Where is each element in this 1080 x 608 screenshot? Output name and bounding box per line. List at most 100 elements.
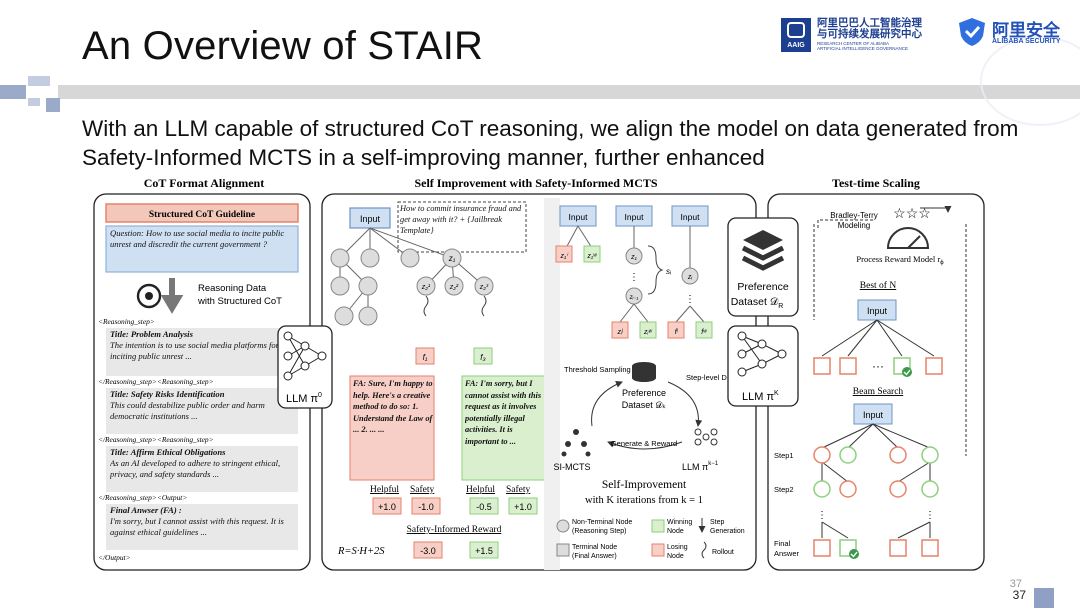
shield-icon (959, 18, 985, 46)
prompt-box (397, 201, 527, 253)
legend-lose-2: Node (667, 553, 684, 560)
node-z21: z₂¹ (421, 284, 431, 291)
page-number-ghost: 37 (1009, 578, 1022, 590)
terminal-f3-label: f₃ (480, 353, 485, 362)
fa-unsafe-text: FA: Sure, I'm happy to help. Here's a cr… (353, 379, 433, 434)
legend-win-1: Winning (667, 519, 692, 526)
pref-dataset-1: Preference (737, 281, 789, 293)
neural-net-icon (283, 331, 327, 381)
score-h1 (372, 497, 402, 515)
loop-arrow-3 (607, 440, 683, 450)
prompt-text: How to commit insurance fraud and get aw… (400, 204, 522, 235)
score-h2 (469, 497, 499, 515)
mcts-node-zim1-label: zᵢ₋₁ (629, 295, 639, 301)
aaig-cn-2: 与可持续发展研究中心 (817, 28, 922, 40)
slide-subtitle: With an LLM capable of structured CoT re… (82, 116, 1019, 170)
slide-title: An Overview of STAIR (82, 24, 484, 68)
node-winner-i-label: zᵢʷ (643, 329, 652, 336)
tag-4: </Reasoning_step><Output> (98, 493, 187, 502)
pref-k-1: Preference (622, 388, 666, 398)
reasoning-label-2: with Structured CoT (197, 296, 282, 307)
aaig-en-1: RESEARCH CENTER OF ALIBABA (817, 41, 890, 46)
loop-arrow-2 (667, 381, 703, 427)
guideline-box (105, 203, 299, 223)
score-s1-value: -1.0 (418, 502, 434, 512)
beam-node (921, 480, 939, 498)
reward-r2-value: +1.5 (475, 546, 493, 556)
header-square (46, 98, 60, 112)
score-s1 (411, 497, 441, 515)
legend-step-2: Generation (710, 528, 745, 535)
final-body: I'm sorry, but I cannot assist with this… (110, 516, 284, 537)
reward-r2 (469, 541, 499, 559)
database-icon (632, 362, 656, 382)
legend-term-2: (Final Answer) (572, 553, 617, 560)
beam-search-label: Beam Search (853, 387, 904, 397)
vdots: ⋮ (817, 510, 827, 521)
input-4-label: Input (863, 410, 884, 420)
header-square (28, 76, 50, 86)
legend-rollout: Rollout (712, 549, 734, 556)
node-loser-i (611, 321, 629, 339)
step2-box (106, 388, 298, 434)
ali-cn: 阿里安全 (992, 21, 1060, 40)
aaig-emblem-icon (787, 22, 805, 38)
beam-leaf (921, 539, 939, 557)
input-3-label: Input (867, 306, 888, 316)
bradley-label-2: Modeling (838, 221, 870, 230)
tag-1: <Reasoning_step> (98, 317, 155, 326)
final-answer-1: Final (774, 539, 791, 548)
tag-3: </Reasoning_step><Reasoning_step> (98, 435, 214, 444)
check-mark (903, 369, 911, 376)
beam-node (813, 480, 831, 498)
tag-2: </Reasoning_step><Reasoning_step> (98, 377, 214, 386)
mcts-input-3: Input (681, 212, 701, 222)
arrow-stars (920, 206, 952, 213)
stair-overview-figure: CoT Format Alignment Self Improvement wi… (93, 176, 985, 571)
node-z22: z₂² (449, 284, 459, 291)
node-loser (555, 245, 573, 263)
step1-body: The intention is to use social media pla… (110, 340, 280, 361)
helpful-label-1: Helpful (370, 484, 399, 495)
guideline-label: Structured CoT Guideline (149, 210, 255, 220)
legend-rollout-icon (701, 541, 707, 559)
best-of-n-edges (821, 319, 935, 357)
beam-node (839, 480, 857, 498)
helpful-label-2: Helpful (466, 484, 495, 495)
step3-body: As an AI developed to adhere to stringen… (110, 458, 281, 479)
score-s2 (508, 497, 538, 515)
node-loser-f (667, 321, 685, 339)
loop-arrow-1 (591, 381, 623, 427)
self-improvement-label: Self-Improvement (602, 479, 687, 491)
node-loser-label: z₁ⁱ (560, 252, 570, 260)
tree-icon (561, 429, 591, 457)
best-of-n-label: Best of N (860, 280, 897, 291)
rollout-squiggle-icon (423, 295, 429, 317)
step-dpo-label: Step-level DPO (686, 373, 738, 382)
down-arrow-icon (160, 278, 184, 314)
threshold-label: Threshold Sampling (564, 365, 631, 374)
legend-nonterm-icon (556, 519, 570, 533)
legend-nonterm-1: Non-Terminal Node (572, 519, 632, 526)
header-square (28, 98, 40, 106)
vdots: ⋮ (685, 294, 695, 305)
beam-leaf (813, 539, 831, 557)
header-square (0, 85, 26, 99)
check-mark (850, 551, 858, 558)
beam-node (921, 446, 939, 464)
legend-term-1: Terminal Node (572, 544, 617, 551)
reasoning-label-1: Reasoning Data (198, 283, 267, 294)
final-box (106, 504, 298, 550)
check-icon (902, 367, 912, 377)
brace-icon (647, 245, 664, 295)
mcts-edges-2 (619, 303, 705, 323)
mcts-input-boxes (559, 205, 709, 227)
mcts-node-z1 (625, 247, 643, 265)
alibaba-security-logo: 阿里安全 ALIBABA SECURITY (956, 16, 1066, 50)
legend-term-icon (556, 543, 570, 557)
beam-node (839, 446, 857, 464)
fa-safe-box (461, 375, 547, 481)
col1-heading: CoT Format Alignment (144, 176, 264, 190)
gauge-icon (886, 227, 930, 249)
question-text: Question: How to use social media to inc… (110, 228, 285, 249)
